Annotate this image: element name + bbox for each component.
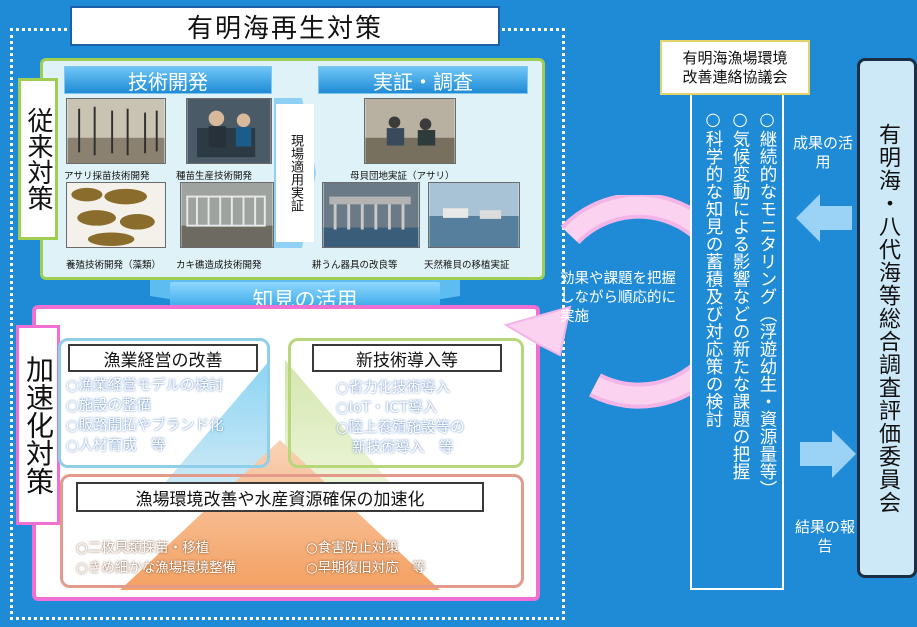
oyster-reef-caption: カキ礁造成技術開発 — [176, 260, 262, 271]
seaweed-culture-photo — [66, 182, 166, 248]
tillage-caption: 耕うん器具の改良等 — [312, 260, 398, 271]
new-tech-title: 新技術導入等 — [312, 344, 502, 372]
seaweed-culture-caption: 養殖技術開発（藻類） — [66, 260, 162, 271]
mother-shell-caption: 母貝団地実証（アサリ） — [350, 171, 455, 182]
environment-title: 漁場環境改善や水産資源確保の加速化 — [76, 482, 484, 512]
tech-dev-header: 技術開発 — [64, 66, 272, 94]
results-report-label: 結果の報告 — [794, 518, 855, 555]
results-use-label: 成果の活用 — [792, 134, 853, 171]
management-item: ○販路開拓やブランド化 — [66, 418, 224, 434]
acceleration-measures-label: 加速化対策 — [16, 325, 60, 525]
field-application-label: 現場適用実証 — [276, 104, 314, 242]
conventional-measures-label: 従来対策 — [18, 78, 58, 240]
wild-transplant-photo — [428, 182, 520, 248]
new-tech-item: ○陸上養殖施設等の — [336, 420, 465, 436]
environment-item: ○早期復旧対応 等 — [306, 560, 426, 576]
tillage-photo — [322, 182, 420, 248]
management-item: ○人材育成 等 — [66, 438, 166, 454]
seedling-production-photo — [186, 98, 272, 164]
environment-frame — [60, 474, 524, 588]
new-tech-frame — [288, 338, 524, 468]
council-item: ○気候変動による影響などの新たな課題の把握 — [730, 110, 750, 480]
new-tech-item: ○IoT・ICT導入 — [336, 400, 438, 416]
management-frame — [58, 338, 270, 468]
council-items: ○継続的なモニタリング（浮遊幼生・資源量等） ○気候変動による影響などの新たな課… — [696, 110, 780, 580]
asari-seed-caption: アサリ採苗技術開発 — [64, 171, 150, 182]
demo-survey-header: 実証・調査 — [318, 66, 528, 94]
management-item: ○施設の整備 — [66, 398, 152, 414]
wild-transplant-caption: 天然稚貝の移植実証 — [424, 260, 510, 271]
oyster-reef-photo — [180, 182, 274, 248]
council-item: ○科学的な知見の蓄積及び対応策の検討 — [703, 110, 723, 428]
page-title: 有明海再生対策 — [70, 6, 500, 46]
asari-seed-photo — [66, 98, 166, 164]
new-tech-item: ○省力化技術導入 — [336, 380, 451, 396]
evaluation-committee: 有明海・八代海等総合調査評価委員会 — [857, 58, 917, 578]
management-item: ○漁業経営モデルの検討 — [66, 378, 224, 394]
mother-shell-photo — [364, 98, 456, 164]
seedling-production-caption: 種苗生産技術開発 — [176, 171, 253, 182]
results-use-arrow — [796, 194, 852, 242]
council-title-line: 改善連絡協議会 — [682, 67, 788, 86]
environment-item: ○二枚貝類採苗・移植 — [76, 540, 210, 556]
council-title-line: 有明海漁場環境 — [682, 48, 788, 67]
council-frame — [690, 90, 784, 590]
new-tech-item: 新技術導入 等 — [352, 440, 454, 456]
council-title: 有明海漁場環境 改善連絡協議会 — [660, 40, 810, 95]
environment-item: ○食害防止対策 — [306, 540, 399, 556]
cycle-arrow — [503, 195, 715, 409]
results-report-arrow — [800, 430, 856, 478]
management-title: 漁業経営の改善 — [68, 344, 258, 372]
adaptive-implementation-text: 効果や課題を把握しながら順応的に実施 — [560, 271, 676, 325]
environment-item: ○きめ細かな漁場環境整備 — [76, 560, 237, 576]
council-item: ○継続的なモニタリング（浮遊幼生・資源量等） — [757, 110, 777, 498]
